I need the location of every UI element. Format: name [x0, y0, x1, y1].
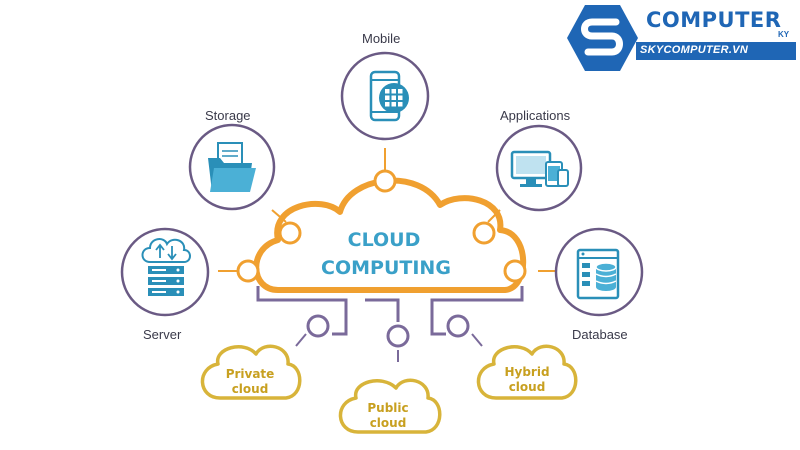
dot-server — [236, 259, 260, 283]
dot-storage — [278, 221, 302, 245]
brand-url-bar — [636, 42, 796, 60]
database-node — [554, 227, 644, 317]
brand-logo: COMPUTER KY SKYCOMPUTER.VN — [566, 4, 798, 68]
private-cloud-line2: cloud — [232, 382, 269, 396]
dot-database — [503, 259, 527, 283]
connector-bracket-left — [256, 286, 348, 336]
label-applications: Applications — [500, 108, 571, 123]
private-cloud-line1: Private — [226, 367, 275, 381]
label-storage: Storage — [205, 108, 251, 123]
dot-mobile — [373, 169, 397, 193]
hybrid-cloud-shape — [476, 344, 578, 400]
label-mobile: Mobile — [362, 31, 401, 46]
public-cloud-line1: Public — [367, 401, 408, 415]
folder-icon — [208, 142, 256, 192]
center-title-line2: COMPUTING — [321, 257, 451, 279]
devices-icon — [510, 150, 569, 187]
dot-public — [386, 324, 410, 348]
center-title-line1: CLOUD — [348, 229, 421, 251]
stub-hybrid — [471, 333, 483, 347]
brand-emblem-icon — [567, 5, 638, 71]
dot-private — [306, 314, 330, 338]
hybrid-cloud-line2: cloud — [509, 380, 546, 394]
connector-bracket-center — [365, 298, 400, 322]
mobile-phone-icon — [369, 70, 409, 122]
applications-node — [495, 124, 583, 212]
dot-hybrid — [446, 314, 470, 338]
spoke-applications — [487, 209, 501, 223]
brand-url: SKYCOMPUTER.VN — [640, 44, 749, 56]
label-database: Database — [572, 327, 628, 342]
database-icon — [576, 248, 620, 300]
label-server: Server — [143, 327, 182, 342]
public-cloud-line2: cloud — [370, 416, 407, 430]
hybrid-cloud-line1: Hybrid — [504, 365, 549, 379]
brand-title: COMPUTER — [646, 8, 782, 32]
server-cloud-icon — [141, 238, 191, 296]
private-cloud-shape — [200, 344, 302, 400]
dot-applications — [472, 221, 496, 245]
server-node — [120, 227, 210, 317]
connector-bracket-right — [430, 286, 524, 336]
storage-node — [188, 123, 276, 211]
mobile-node — [340, 51, 430, 141]
stub-private — [295, 333, 307, 347]
brand-superscript: KY — [778, 30, 790, 39]
public-cloud-shape — [338, 378, 442, 434]
spoke-storage — [271, 209, 287, 223]
